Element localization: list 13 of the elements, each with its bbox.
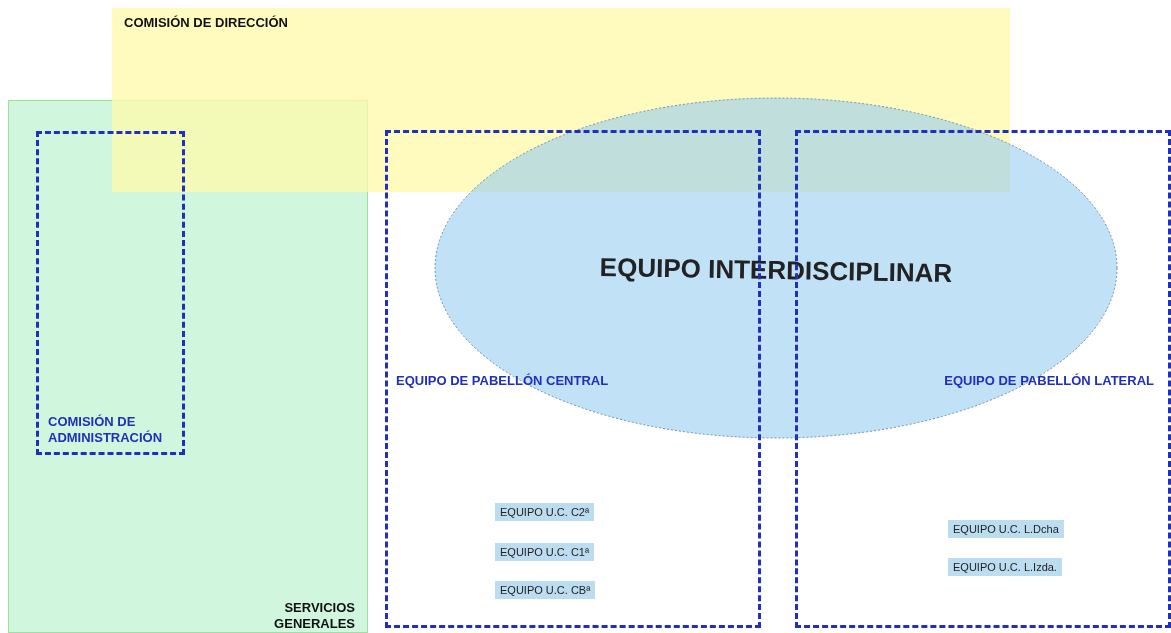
team-label: EQUIPO U.C. L.Dcha [948,520,1064,538]
team-label: EQUIPO U.C. CBª [495,581,596,599]
region-background [112,8,1010,192]
dashed-frame [36,131,185,455]
team-label: EQUIPO U.C. C2ª [495,503,595,521]
group-title: COMISIÓN DE ADMINISTRACIÓN [48,414,164,446]
group-title: COMISIÓN DE DIRECCIÓN [124,15,288,31]
group-title: EQUIPO DE PABELLÓN LATERAL [944,373,1154,389]
team-label: EQUIPO U.C. C1ª [495,543,595,561]
group-title: SERVICIOS GENERALES [273,600,355,632]
ellipse-title: EQUIPO INTERDISCIPLINAR [598,250,954,291]
team-label: EQUIPO U.C. L.Izda. [948,558,1062,576]
group-title: EQUIPO DE PABELLÓN CENTRAL [396,373,609,389]
